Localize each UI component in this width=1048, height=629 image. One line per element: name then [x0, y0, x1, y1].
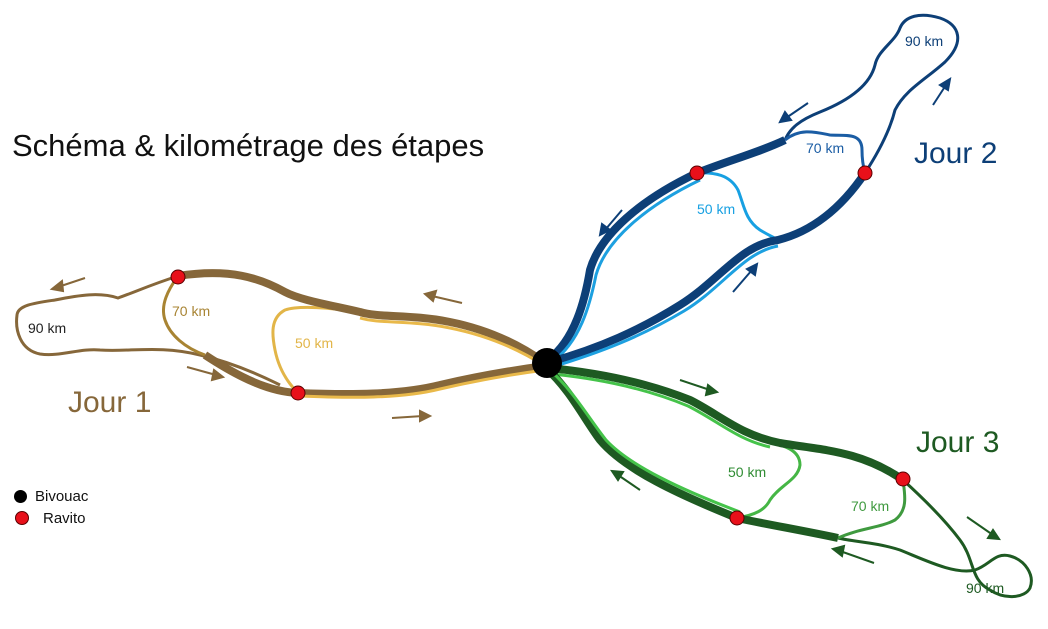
day-1-arrows: [49, 277, 463, 423]
legend-bivouac-label: Bivouac: [35, 487, 89, 505]
day-3-loop-90km: [837, 478, 1033, 598]
day-3-loop-50km: [736, 438, 802, 520]
day-1-lower-trunk: [202, 351, 546, 399]
diagram-title: Schéma & kilométrage des étapes: [12, 128, 485, 163]
day-1-routes: [15, 269, 548, 423]
bivouac-marker: [532, 348, 562, 378]
ravito-marker-day1-50km: [290, 385, 306, 401]
day-3-label: Jour 3: [916, 426, 999, 459]
day-2-upper-trunk-light: [551, 178, 701, 364]
ravito-marker-day3-70km: [895, 471, 911, 487]
day-3-lower-trunk-light: [550, 370, 741, 514]
day-1-loop-50km: [271, 305, 361, 395]
day-2-lower-trunk-light: [551, 244, 779, 369]
day-3-90km-label: 90 km: [966, 580, 1004, 596]
day-2-lower-trunk: [548, 170, 869, 366]
bivouac-legend-dot: [14, 489, 27, 503]
day-3-arrows: [610, 379, 1001, 564]
day-3-upper-trunk-light: [551, 372, 771, 449]
loop-labels: 90 km 70 km 50 km 90 km 70 km 50 km 50 k…: [28, 33, 1004, 596]
day-3-upper-trunk: [548, 364, 906, 484]
legend-ravito-label: Ravito: [43, 509, 86, 527]
ravito-markers: [170, 165, 911, 526]
day-2-90km-label: 90 km: [905, 33, 943, 49]
day-2-loop-90km: [783, 13, 960, 174]
day-2-upper-trunk: [545, 136, 787, 364]
day-labels: Jour 1 Jour 2 Jour 3: [68, 137, 999, 459]
day-1-lower-trunk-light: [297, 368, 546, 399]
day-2-50km-label: 50 km: [697, 201, 735, 217]
legend-item-bivouac: Bivouac: [14, 485, 88, 507]
day-2-arrows: [598, 77, 952, 293]
day-2-70km-label: 70 km: [806, 140, 844, 156]
legend-item-ravito: Ravito: [14, 507, 88, 529]
day-2-loop-50km: [696, 171, 779, 242]
day-3-routes: [545, 364, 1033, 598]
ravito-marker-day3-50km: [729, 510, 745, 526]
legend: Bivouac Ravito: [14, 485, 88, 529]
day-3-70km-label: 70 km: [851, 498, 889, 514]
day-1-upper-trunk: [177, 269, 548, 367]
day-1-loop-70km: [162, 275, 206, 357]
day-3-50km-label: 50 km: [728, 464, 766, 480]
ravito-legend-dot: [15, 511, 29, 525]
day-1-50km-label: 50 km: [295, 335, 333, 351]
day-1-90km-label: 90 km: [28, 320, 66, 336]
ravito-marker-day2-50km: [689, 165, 705, 181]
day-1-upper-trunk-light: [359, 316, 546, 368]
ravito-marker-day1-70km: [170, 269, 186, 285]
day-2-label: Jour 2: [914, 137, 997, 170]
day-1-loop-90km: [15, 274, 281, 387]
day-3-loop-70km: [837, 479, 907, 540]
day-3-lower-trunk: [545, 367, 839, 542]
day-1-label: Jour 1: [68, 386, 151, 419]
day-1-70km-label: 70 km: [172, 303, 210, 319]
day-2-routes: [545, 13, 960, 369]
ravito-marker-day2-70km: [857, 165, 873, 181]
day-2-loop-70km: [784, 130, 867, 174]
